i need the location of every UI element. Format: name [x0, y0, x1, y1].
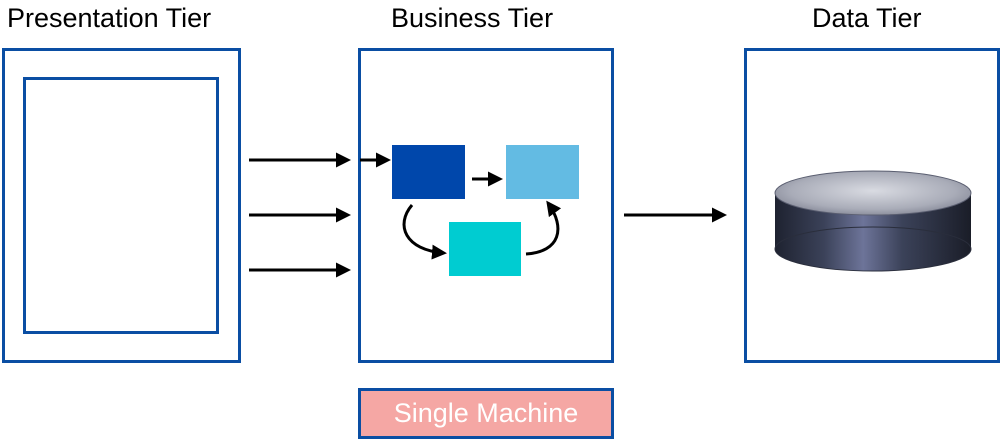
process-block-cyan: [449, 222, 521, 276]
data-tier-title: Data Tier: [812, 3, 922, 33]
business-tier-box: [358, 48, 614, 363]
process-block-light: [506, 145, 579, 199]
business-tier-title: Business Tier: [391, 3, 554, 33]
single-machine-label: Single Machine: [358, 388, 614, 439]
process-block-dark: [392, 145, 465, 199]
presentation-inner-frame: [23, 77, 219, 334]
presentation-tier-title: Presentation Tier: [7, 3, 212, 33]
data-tier-box: [744, 48, 1000, 363]
